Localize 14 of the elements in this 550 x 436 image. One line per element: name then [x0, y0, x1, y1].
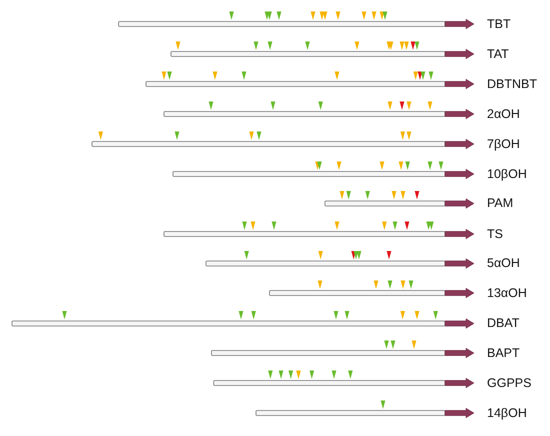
- gene-label: DBAT: [487, 316, 520, 331]
- gene-label: 5αOH: [487, 256, 520, 271]
- gene-label: 7βOH: [487, 136, 520, 152]
- gene-label: 2αOH: [487, 106, 520, 122]
- gene-label: TBT: [487, 16, 511, 32]
- gene-label: 13αOH: [487, 286, 527, 300]
- gene-label: 14βOH: [487, 406, 527, 420]
- gene-label: 10βOH: [487, 166, 527, 182]
- gene-label: DBTNBT: [487, 76, 537, 92]
- gene-label: TS: [487, 226, 503, 242]
- gene-label: PAM: [487, 196, 514, 211]
- gene-label: BAPT: [487, 346, 520, 360]
- gene-label: GGPPS: [487, 376, 532, 390]
- gene-label: TAT: [487, 46, 509, 62]
